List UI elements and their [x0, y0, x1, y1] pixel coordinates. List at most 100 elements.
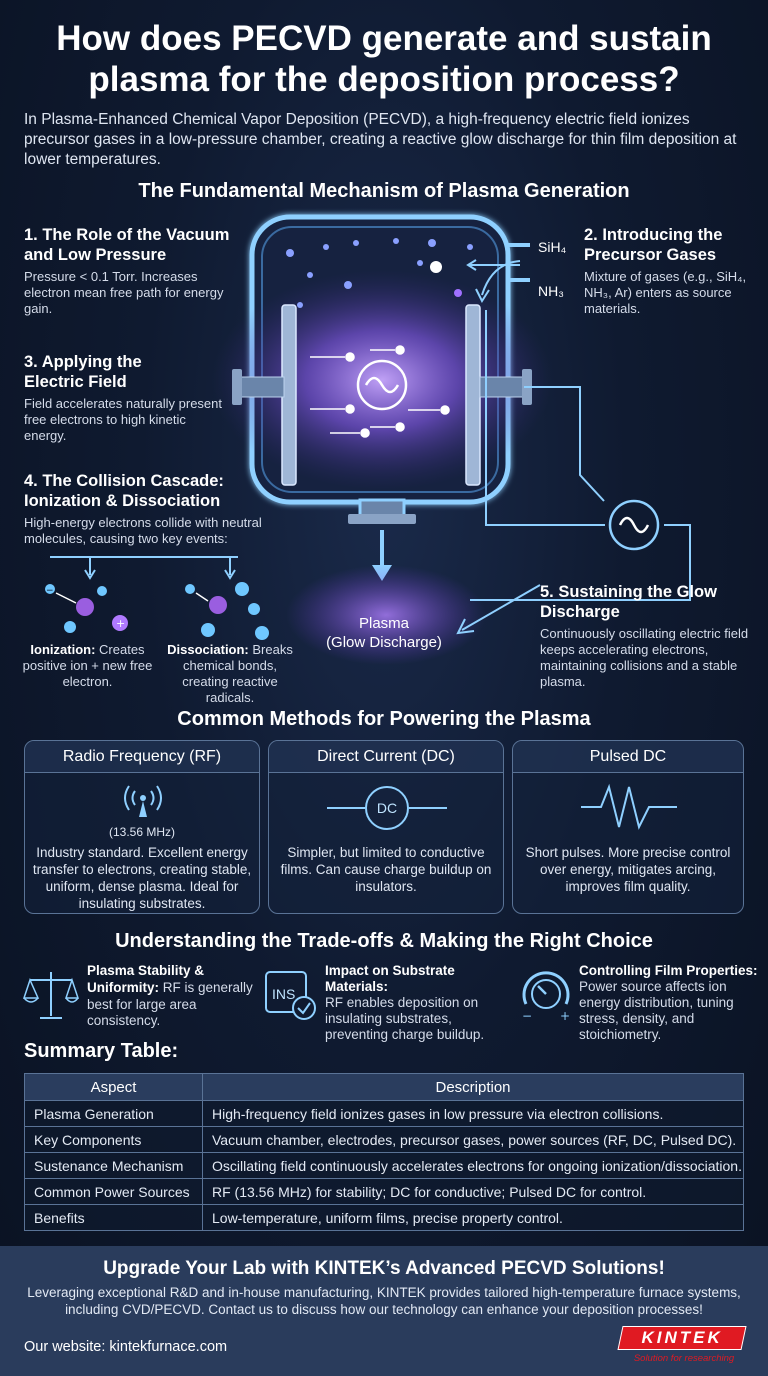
- step-3-title-l2: Electric Field: [24, 373, 127, 391]
- tradeoffs-heading: Understanding the Trade-offs & Making th…: [115, 930, 653, 952]
- step-4: 4. The Collision Cascade: Ionization & D…: [24, 471, 284, 547]
- table-row: Benefits Low-temperature, uniform films,…: [24, 1204, 744, 1231]
- step-1-title-l2: and Low Pressure: [24, 246, 167, 264]
- table-row: Sustenance Mechanism Oscillating field c…: [24, 1152, 744, 1179]
- table-cell-description: Low-temperature, uniform films, precise …: [202, 1204, 744, 1231]
- table-cell-aspect: Plasma Generation: [24, 1100, 203, 1127]
- kintek-logo: KINTEK: [617, 1326, 747, 1350]
- step-5-text: Continuously oscillating electric field …: [540, 626, 749, 689]
- tradeoff-1-title-l1: Plasma Stability &: [87, 963, 205, 978]
- title-line-1: How does PECVD generate and sustain: [56, 19, 712, 58]
- title-line-2: plasma for the deposition process?: [88, 60, 680, 99]
- kintek-logo-text: KINTEK: [641, 1328, 723, 1347]
- intro-text: In Plasma-Enhanced Chemical Vapor Deposi…: [24, 111, 737, 168]
- ac-symbol-icon: [356, 359, 408, 411]
- website-link[interactable]: Our website: kintekfurnace.com: [24, 1339, 228, 1355]
- right-electrode: [465, 304, 481, 486]
- gas-label-sih4: SiH₄: [538, 239, 567, 255]
- method-card-rf: Radio Frequency (RF) (13.56 MHz) Industr…: [24, 740, 260, 914]
- dissociation-text: Breaks chemical bonds, creating reactive…: [182, 642, 293, 705]
- tradeoff-2-text: RF enables deposition on insulating subs…: [325, 995, 485, 1042]
- method-card-dc: Direct Current (DC) DC Simpler, but limi…: [268, 740, 504, 914]
- table-cell-description: Vacuum chamber, electrodes, precursor ga…: [202, 1126, 744, 1153]
- step-4-title-l1: 4. The Collision Cascade:: [24, 472, 224, 490]
- kintek-tagline: Solution for researching: [633, 1353, 735, 1364]
- step-3: 3. Applying the Electric Field Field acc…: [24, 352, 229, 444]
- tradeoff-stability: Plasma Stability & Uniformity: RF is gen…: [87, 963, 257, 1029]
- ionization-label: Ionization:: [30, 642, 96, 657]
- table-cell-description: High-frequency field ionizes gases in lo…: [202, 1100, 744, 1127]
- step-2-text: Mixture of gases (e.g., SiH₄, NH₃, Ar) e…: [584, 269, 747, 316]
- plasma-label-l2: (Glow Discharge): [326, 634, 442, 651]
- table-cell-description: RF (13.56 MHz) for stability; DC for con…: [202, 1178, 744, 1205]
- svg-text:−: −: [522, 1009, 532, 1023]
- method-rf-text: Industry standard. Excellent energy tran…: [32, 845, 252, 911]
- step-4-text: High-energy electrons collide with neutr…: [24, 515, 262, 546]
- glow-discharge: [286, 565, 486, 665]
- tradeoff-substrate: Impact on Substrate Materials: RF enable…: [325, 963, 515, 1043]
- methods-heading: Common Methods for Powering the Plasma: [177, 708, 591, 730]
- step-1-title-l1: 1. The Role of the Vacuum: [24, 226, 230, 244]
- step-4-title-l2: Ionization & Dissociation: [24, 492, 221, 510]
- ionization-molecule-icon: − +: [45, 584, 128, 633]
- gas-molecules: [286, 238, 473, 308]
- dissociation-label: Dissociation:: [167, 642, 249, 657]
- pulse-wave-icon: [581, 783, 677, 830]
- footer-text-l2: including CVD/PECVD. Contact us to discu…: [65, 1302, 703, 1317]
- svg-text:−: −: [46, 586, 54, 596]
- step-2-title-l1: 2. Introducing the: [584, 226, 723, 244]
- ins-icon-label: INS: [272, 986, 296, 1002]
- footer-heading: Upgrade Your Lab with KINTEK’s Advanced …: [103, 1258, 665, 1279]
- step-5-title-l2: Discharge: [540, 603, 620, 621]
- summary-heading: Summary Table:: [24, 1040, 179, 1062]
- table-cell-aspect: Sustenance Mechanism: [24, 1152, 203, 1179]
- summary-col-aspect: Aspect: [24, 1073, 203, 1101]
- table-cell-description: Oscillating field continuously accelerat…: [202, 1152, 744, 1179]
- ionization-caption: Ionization: Creates positive ion + new f…: [20, 642, 155, 690]
- tradeoff-2-title: Impact on Substrate Materials:: [325, 963, 455, 994]
- tradeoff-1-text: best for large area consistency.: [87, 997, 197, 1028]
- summary-table: Aspect Description Plasma Generation Hig…: [24, 1073, 744, 1231]
- page-title: How does PECVD generate and sustain plas…: [0, 18, 768, 100]
- pecvd-chamber-diagram: [50, 214, 691, 665]
- electron-arrows: [310, 345, 450, 438]
- step-1-text: Pressure < 0.1 Torr. Increases electron …: [24, 269, 224, 316]
- gas-label-nh3: NH₃: [538, 283, 564, 299]
- dc-badge: DC: [376, 800, 398, 816]
- free-electron: [430, 261, 442, 273]
- table-cell-aspect: Common Power Sources: [24, 1178, 203, 1205]
- dissociation-caption: Dissociation: Breaks chemical bonds, cre…: [160, 642, 300, 706]
- balance-scale-icon: [22, 972, 80, 1019]
- step-5-title-l1: 5. Sustaining the Glow: [540, 583, 717, 601]
- table-row: Key Components Vacuum chamber, electrode…: [24, 1126, 744, 1153]
- method-pulsed-text: Short pulses. More precise control over …: [525, 845, 731, 894]
- tradeoff-3-text: Power source affects ion energy distribu…: [579, 979, 734, 1042]
- method-dc-title: Direct Current (DC): [269, 741, 503, 773]
- svg-text:+: +: [560, 1009, 570, 1023]
- plasma-label-l1: Plasma: [358, 615, 410, 632]
- ionization-text: Creates positive ion + new free electron…: [22, 642, 153, 689]
- method-card-pulsed: Pulsed DC Short pulses. More precise con…: [512, 740, 744, 914]
- collision-illustration: − +: [45, 582, 269, 640]
- plasma-label: Plasma (Glow Discharge): [302, 614, 466, 652]
- step-3-text: Field accelerates naturally present free…: [24, 396, 222, 443]
- table-row: Plasma Generation High-frequency field i…: [24, 1100, 744, 1127]
- svg-text:+: +: [116, 617, 125, 630]
- tradeoff-1-text-l2: RF is generally: [159, 980, 253, 995]
- method-pulsed-title: Pulsed DC: [513, 741, 743, 773]
- summary-col-description: Description: [202, 1073, 744, 1101]
- step-5: 5. Sustaining the Glow Discharge Continu…: [540, 582, 755, 690]
- footer-banner: Upgrade Your Lab with KINTEK’s Advanced …: [0, 1246, 768, 1376]
- summary-header-row: Aspect Description: [24, 1073, 744, 1101]
- antenna-icon: [124, 785, 162, 817]
- method-dc-text: Simpler, but limited to conductive films…: [280, 845, 492, 894]
- footer-text: Leveraging exceptional R&D and in-house …: [0, 1284, 768, 1318]
- tradeoff-1-title-l2: Uniformity:: [87, 980, 159, 995]
- control-dial-icon: − +: [522, 971, 570, 1023]
- step-3-title-l1: 3. Applying the: [24, 353, 142, 371]
- tradeoff-3-title: Controlling Film Properties:: [579, 963, 758, 978]
- table-cell-aspect: Benefits: [24, 1204, 203, 1231]
- dc-source-icon: [327, 786, 447, 830]
- footer-text-l1: Leveraging exceptional R&D and in-house …: [27, 1285, 741, 1300]
- tradeoff-film-properties: Controlling Film Properties: Power sourc…: [579, 963, 759, 1043]
